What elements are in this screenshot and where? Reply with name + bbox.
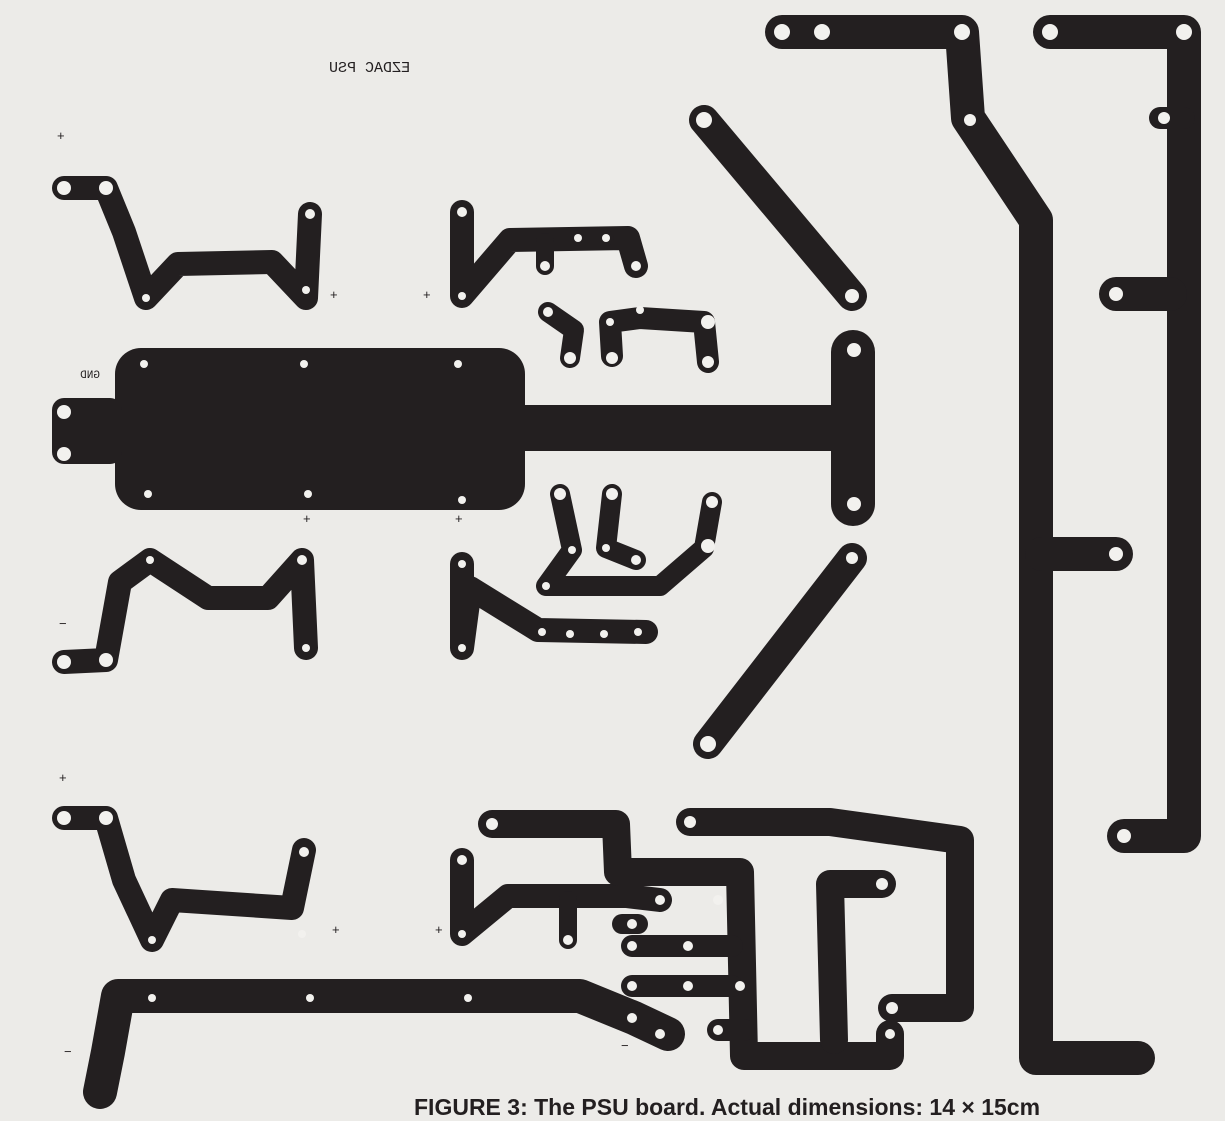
copper-traces: [52, 15, 1201, 1109]
minus-mark: −: [59, 616, 67, 631]
board-title: EZDAC PSU: [329, 60, 410, 77]
figure-caption: FIGURE 3: The PSU board. Actual dimensio…: [414, 1094, 1041, 1120]
gnd-label: GND: [80, 370, 100, 382]
plus-mark: +: [455, 511, 463, 526]
plus-mark: +: [59, 770, 67, 785]
plus-mark: +: [330, 287, 338, 302]
component-pads: [57, 24, 1192, 1039]
minus-mark: −: [64, 1044, 72, 1059]
ground-pour: [52, 330, 875, 526]
plus-mark: +: [57, 128, 65, 143]
plus-mark: +: [303, 511, 311, 526]
minus-mark: −: [621, 1038, 629, 1053]
plus-mark: +: [423, 287, 431, 302]
plus-mark: +: [332, 922, 340, 937]
plus-mark: +: [435, 922, 443, 937]
